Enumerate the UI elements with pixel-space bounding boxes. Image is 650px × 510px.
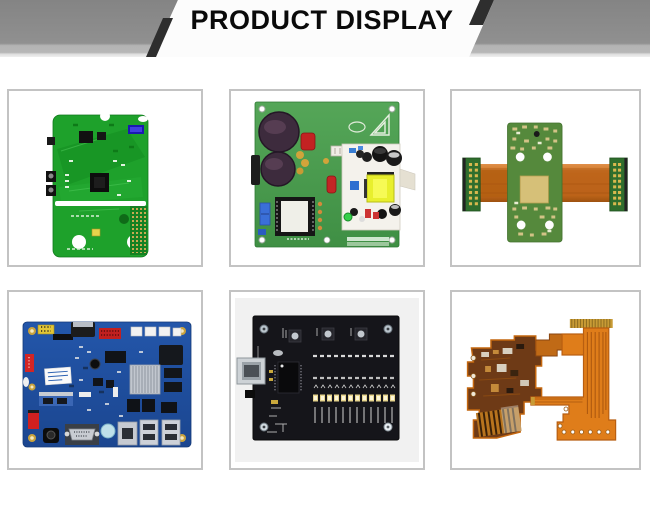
smd-pads	[510, 125, 558, 237]
header-left-accent-stripe	[146, 18, 173, 57]
green-pcb-board	[46, 111, 149, 258]
push-button	[321, 327, 335, 341]
soc-chip	[159, 345, 183, 365]
product-photo-blue-sbc	[22, 321, 192, 448]
product-card-flex-circuits[interactable]	[450, 290, 641, 470]
blue-sbc-pcb	[22, 321, 192, 448]
white-connectors	[130, 326, 182, 337]
label-strip	[347, 237, 389, 241]
usb-b-port	[236, 357, 266, 385]
product-photo-rigid-flex	[462, 122, 628, 243]
product-photo-black-board	[235, 298, 419, 462]
flex-end-connector	[462, 157, 481, 212]
product-photo-flex-circuits	[466, 319, 617, 441]
small-chip	[79, 131, 93, 143]
product-photo-power-supply	[251, 101, 416, 248]
rigid-flex-assembly	[462, 122, 628, 243]
db9-serial-port	[64, 424, 100, 445]
flex-circuit-left	[466, 335, 543, 439]
silkscreen-marks	[313, 384, 396, 389]
usb-port-stack	[139, 419, 159, 446]
led-label-text	[314, 407, 393, 423]
white-daughter-board	[341, 143, 416, 231]
header-right-accent-stripe	[469, 0, 494, 25]
hdmi-port	[71, 322, 95, 337]
green-led	[343, 212, 353, 222]
product-card-rigid-flex[interactable]	[450, 89, 641, 267]
button-labels	[282, 328, 352, 338]
flex-end-connector	[609, 157, 628, 212]
flex-traces	[586, 332, 607, 418]
large-capacitor	[260, 151, 296, 187]
header-banner: PRODUCT DISPLAY	[0, 0, 650, 58]
header-banner-graphic	[0, 0, 650, 57]
product-card-power-supply[interactable]	[229, 89, 425, 267]
product-photo-green-pcb	[46, 111, 149, 258]
transformer	[364, 172, 395, 203]
flex-circuit-right	[530, 319, 617, 441]
silkscreen-text-marks	[67, 215, 101, 250]
red-connector	[25, 354, 34, 372]
product-card-green-pcb[interactable]	[7, 89, 203, 267]
power-supply-pcb	[251, 101, 416, 248]
yellow-header	[37, 324, 55, 335]
red-header	[99, 328, 121, 339]
logo-badge	[100, 423, 116, 439]
title-banner-parallelogram	[152, 0, 494, 57]
large-capacitor	[258, 111, 300, 153]
product-card-black-board[interactable]	[229, 290, 425, 470]
rigid-center-board	[507, 122, 563, 243]
red-capacitor	[300, 132, 316, 151]
heatsink	[129, 364, 161, 395]
push-button	[354, 327, 368, 341]
mini-pcie-slot	[39, 392, 73, 406]
header-left-gray-bar	[0, 0, 178, 57]
gold-bga-pad	[519, 175, 549, 204]
striped-ribbon-tail	[475, 405, 522, 437]
usb-port-stack	[161, 419, 181, 446]
white-sticker	[44, 366, 72, 386]
push-button	[288, 329, 302, 343]
page-title: PRODUCT DISPLAY	[190, 5, 454, 35]
dc-jack	[43, 428, 59, 443]
gold-finger-strip	[569, 319, 613, 328]
product-card-blue-sbc[interactable]	[7, 290, 203, 470]
black-dev-pcb	[236, 315, 400, 441]
ethernet-port	[117, 421, 138, 446]
silkscreen-triangle	[369, 113, 390, 136]
red-jumper-block	[28, 412, 39, 429]
main-ic	[274, 361, 302, 394]
ic-socket	[275, 197, 323, 236]
smd-parts	[75, 346, 143, 417]
crystal	[273, 350, 283, 356]
header-right-gray-bar	[469, 0, 650, 57]
